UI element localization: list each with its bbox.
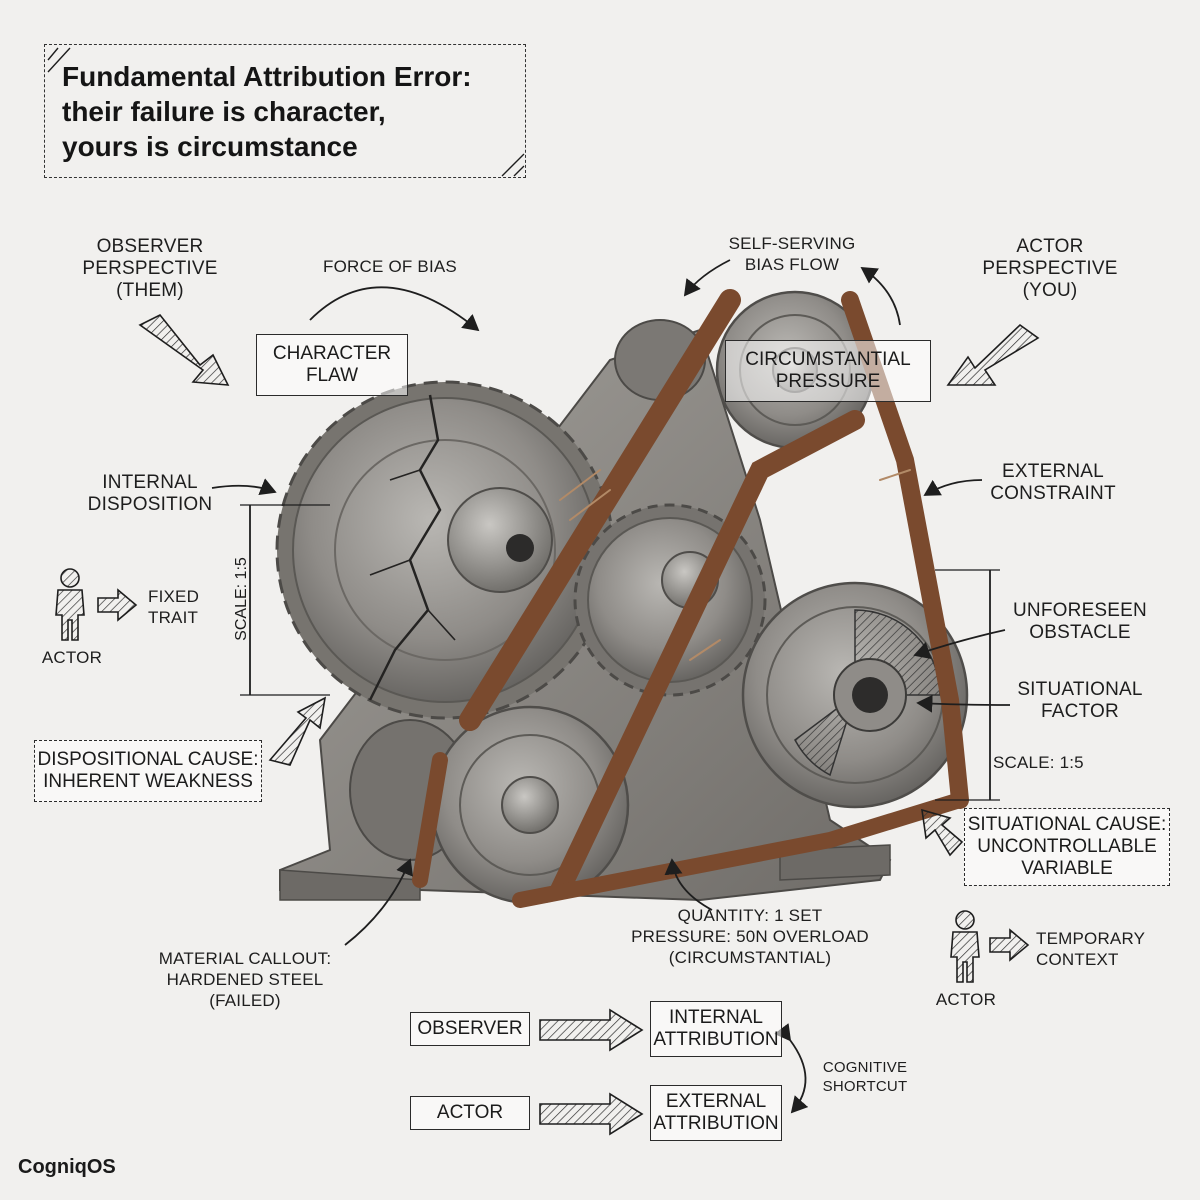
frayed-belt [412,289,969,908]
fixed-trait-label: FIXED TRAIT [148,587,200,627]
dispositional-cause-box: DISPOSITIONAL CAUSE: INHERENT WEAKNESS [34,740,262,802]
material-callout-label: MATERIAL CALLOUT: HARDENED STEEL (FAILED… [158,949,332,1010]
legend-observer-box: OBSERVER [410,1012,530,1046]
actor-left-label: ACTOR [41,648,103,667]
legend-internal-attribution-box: INTERNAL ATTRIBUTION [650,1001,782,1057]
legend-external-attribution-box: EXTERNAL ATTRIBUTION [650,1085,782,1141]
title-line-1: Fundamental Attribution Error: [62,61,472,92]
cutaway-pulley [741,581,969,809]
title-line-3: yours is circumstance [62,131,358,162]
internal-disposition-label: INTERNAL DISPOSITION [87,472,213,515]
actor-figure-left [55,568,85,641]
temporary-context-label: TEMPORARY CONTEXT [1036,929,1146,969]
circumstantial-pressure-box: CIRCUMSTANTIAL PRESSURE [725,340,931,402]
scale-left-label: SCALE: 1:5 [233,557,250,641]
legend-actor-box: ACTOR [410,1096,530,1130]
scale-right-label: SCALE: 1:5 [993,753,1084,772]
external-constraint-label: EXTERNAL CONSTRAINT [990,461,1116,504]
actor-perspective-label: ACTOR PERSPECTIVE (YOU) [982,236,1118,301]
title-box [44,44,526,178]
hatched-arrows [97,313,1040,1136]
situational-cause-box: SITUATIONAL CAUSE: UNCONTROLLABLE VARIAB… [964,808,1170,886]
brand-logo-text: CogniqOS [18,1156,116,1178]
situational-factor-label: SITUATIONAL FACTOR [1017,679,1143,722]
actor-right-label: ACTOR [935,990,997,1009]
cognitive-shortcut-label: COGNITIVE SHORTCUT [822,1059,908,1095]
observer-perspective-label: OBSERVER PERSPECTIVE (THEM) [82,236,218,301]
actor-figure-right [950,910,980,983]
force-of-bias-label: FORCE OF BIAS [323,257,457,276]
character-flaw-box: CHARACTER FLAW [256,334,408,396]
self-serving-bias-label: SELF-SERVING BIAS FLOW [728,234,856,274]
unforeseen-obstacle-label: UNFORESEEN OBSTACLE [1013,600,1147,643]
quantity-label: QUANTITY: 1 SET PRESSURE: 50N OVERLOAD (… [631,906,869,967]
title-line-2: their failure is character, [62,96,386,127]
